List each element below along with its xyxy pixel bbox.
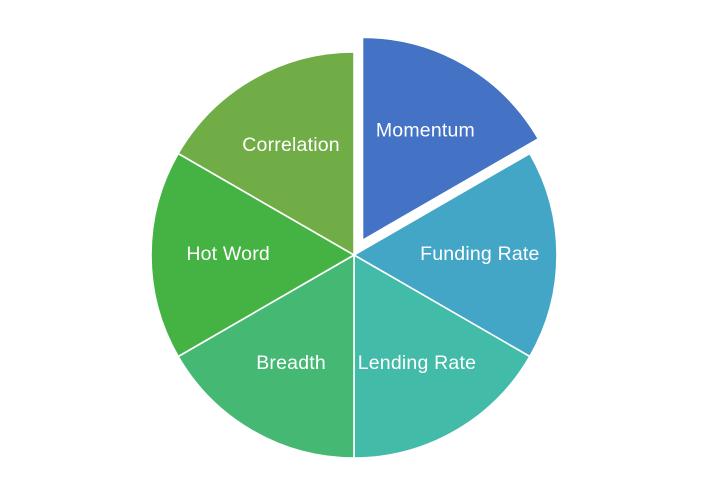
pie-slice-label-funding-rate: Funding Rate	[420, 243, 539, 265]
pie-slice-momentum[interactable]	[361, 36, 540, 242]
pie-slice-correlation[interactable]	[177, 51, 355, 256]
pie-slice-funding-rate[interactable]	[353, 152, 558, 358]
pie-slices-group	[150, 36, 558, 459]
pie-slice-label-breadth: Breadth	[256, 352, 326, 374]
pie-slice-label-lending-rate: Lending Rate	[358, 352, 476, 374]
pie-slice-label-correlation: Correlation	[242, 134, 340, 156]
pie-slice-hot-word[interactable]	[150, 152, 355, 358]
pie-slice-lending-rate[interactable]	[353, 254, 531, 459]
pie-slice-breadth[interactable]	[177, 254, 355, 459]
pie-slice-label-momentum: Momentum	[376, 119, 475, 141]
pie-slice-label-hot-word: Hot Word	[186, 243, 270, 265]
